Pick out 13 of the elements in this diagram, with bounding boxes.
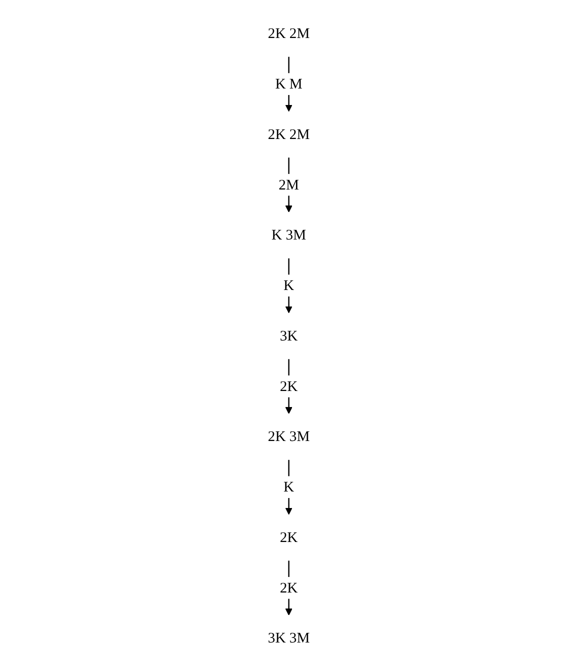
state-label: 3K [280, 327, 298, 344]
state-label: 2K 3M [268, 428, 310, 444]
state-label: 2K 2M [268, 126, 310, 142]
edge-label: 2K [280, 576, 298, 599]
state-label: 3K 3M [268, 630, 310, 646]
edge-label: 2M [278, 174, 300, 196]
state-label: 2K 2M [268, 25, 310, 42]
state-label: 2K [280, 529, 298, 546]
edge-label: K M [275, 73, 303, 96]
edge-label: 2K [280, 375, 298, 398]
state-label: K 3M [272, 226, 306, 243]
edge-label: K [284, 274, 294, 297]
edge-label: K [284, 476, 294, 498]
